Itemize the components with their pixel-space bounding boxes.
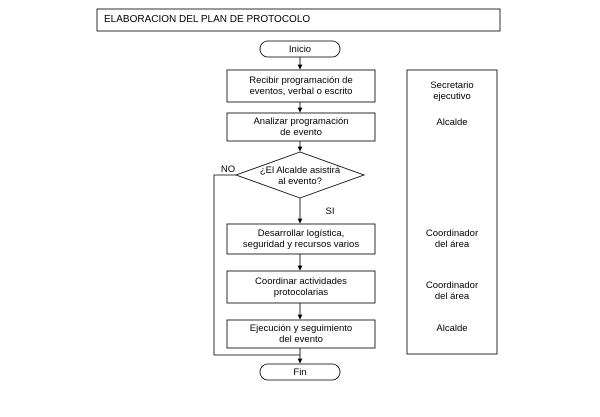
step-logistics-label: Desarrollar logística, seguridad y recur… (242, 228, 360, 250)
step-analyze-label: Analizar programación de evento (253, 116, 349, 138)
decision-label: ¿El Alcalde asistirá al evento? (259, 165, 341, 187)
step-box-analyze (226, 112, 376, 142)
page-title: ELABORACION DEL PLAN DE PROTOCOLO (104, 14, 311, 25)
responsible-coordinate: Coordinador del área (425, 280, 479, 302)
responsible-analyze: Alcalde (436, 117, 468, 128)
step-box-logistics (226, 223, 376, 255)
end-label: Fin (293, 367, 307, 378)
responsible-execution: Alcalde (436, 323, 468, 334)
step-execution-label: Ejecución y seguimiento del evento (249, 323, 353, 345)
step-coordinate-label: Coordinar actividades protocolarias (255, 276, 347, 298)
step-box-receive (226, 69, 376, 103)
responsible-receive: Secretario ejecutivo (430, 80, 474, 102)
connectors (213, 57, 303, 364)
step-receive-label: Recibir programación de eventos, verbal … (249, 75, 353, 97)
responsible-logistics: Coordinador del área (425, 228, 479, 250)
step-box-coordinate (226, 270, 376, 304)
step-box-execution (226, 319, 376, 349)
title-frame (96, 8, 501, 32)
responsible-column (406, 69, 498, 355)
start-label: Inicio (288, 44, 312, 55)
branch-yes-label: SI (325, 206, 335, 217)
end-terminator (259, 363, 341, 381)
branch-no-label: NO (220, 164, 236, 175)
